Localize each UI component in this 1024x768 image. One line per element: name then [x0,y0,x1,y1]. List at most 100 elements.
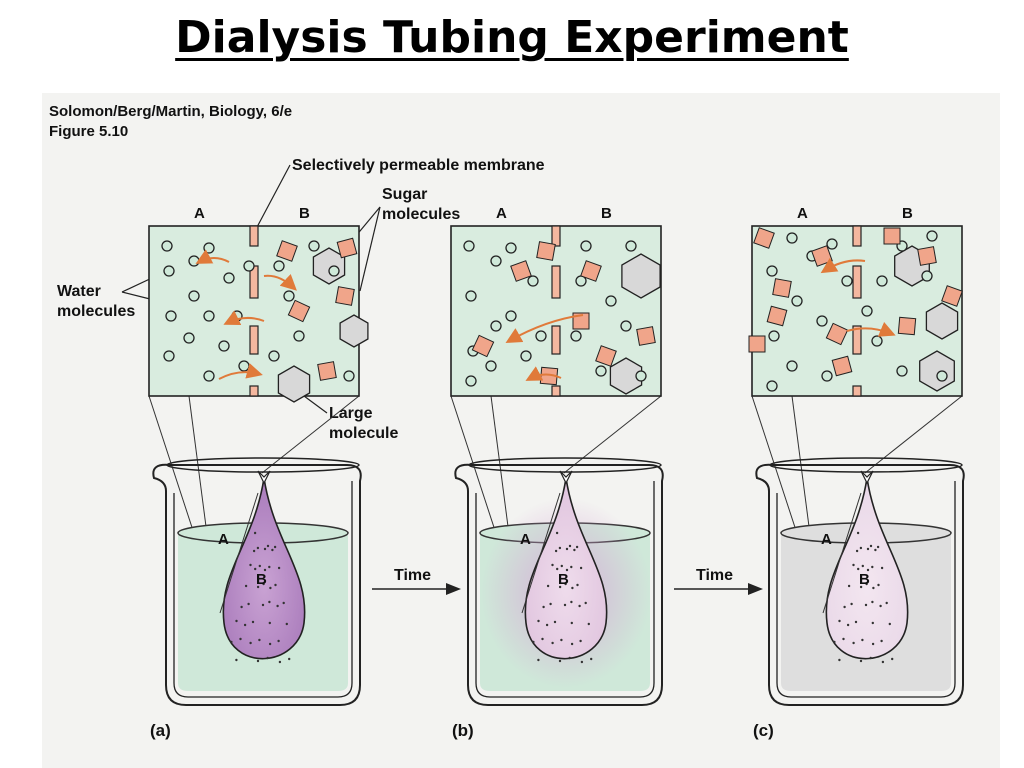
zoom-line [864,395,963,474]
sugar-molecule [772,278,792,298]
solute-dot [871,621,874,625]
water-molecule [243,260,255,272]
solute-dot [262,582,265,586]
solute-dot [579,566,583,570]
sugar-molecule [595,345,617,367]
solute-dot [859,546,863,550]
bag-tie [257,470,271,485]
solute-dot [861,638,864,642]
sugar-molecule [883,227,901,245]
water-molecule [238,360,250,372]
solute-dot [266,544,270,548]
solute-dot [570,642,574,646]
water-molecule [535,330,547,342]
solute-dot [568,656,571,660]
water-molecule [203,310,215,322]
string-line [822,492,862,614]
solute-dot [271,548,274,552]
beaker-rim [468,457,662,473]
solute-dot [838,619,841,623]
solute-dot [551,641,554,645]
solute-dot [288,657,291,661]
closeup-label-a: A [797,205,808,222]
sugar-molecule [317,361,337,381]
solute-dot [252,549,256,553]
water-molecule [816,315,828,327]
solute-dot [865,582,868,586]
water-molecule [328,265,340,277]
solute-dot [254,567,257,571]
sugar-molecule [471,334,495,358]
membrane-label: Selectively permeable membrane [292,157,545,174]
water-molecule [283,290,295,302]
solute-dot [869,656,872,660]
water-molecule [921,270,933,282]
sugar-molecule [335,286,355,306]
sugar-molecule [941,285,963,307]
solute-dot [249,641,252,645]
water-molecule [635,370,647,382]
solute-dot [277,566,281,570]
solute-dot [537,619,540,623]
large-molecule [919,350,955,392]
solute-dot [565,568,569,572]
solute-dot [568,544,572,548]
beaker [454,463,664,706]
large-molecule [339,314,369,348]
water-molecule [876,275,888,287]
water-molecule [161,240,173,252]
sugar-molecule [831,355,853,377]
solute-dot [537,658,540,662]
membrane-segment [249,225,259,247]
water-molecule [527,275,539,287]
diffusion-arrow [218,363,263,380]
water-molecule [768,330,780,342]
solute-dot [864,603,868,607]
solute-dot [570,565,573,569]
solute-dot [872,586,875,590]
time-label-2: Time [696,567,733,584]
solute-dot [564,582,567,586]
water-molecule [620,320,632,332]
solute-dot [554,549,558,553]
solute-dot [263,547,267,551]
diffusion-arrow [263,273,297,291]
sugar-molecule [336,237,358,259]
caption-a: (a) [150,721,171,740]
water-molecule [570,330,582,342]
solute-dot [587,622,590,626]
water-molecule [580,240,592,252]
solute-dot [256,546,260,550]
water-molecule [786,232,798,244]
solute-dot [268,600,271,604]
solute-dot [879,604,882,608]
solute-dot [276,604,279,608]
water-molecule [163,350,175,362]
water-molecule [293,330,305,342]
solute-dot [230,640,233,644]
water-label-line2: molecules [57,303,135,320]
membrane-segment [852,385,862,397]
solute-dot [584,601,587,605]
solute-dot [854,620,858,624]
solute-dot [274,583,277,587]
beaker-rim [166,457,360,473]
water-molecule [203,242,215,254]
solute-dot [842,637,845,641]
closeup-label-b: B [299,205,310,222]
solute-dot [268,565,271,569]
solute-dot [235,658,238,662]
water-molecule [485,360,497,372]
solute-dot [256,659,260,663]
string-line [521,492,561,614]
water-molecule [203,370,215,382]
solute-dot [249,563,252,567]
solute-dot [556,567,559,571]
solute-dot [549,602,552,606]
solute-dot [576,583,579,587]
solute-dot [575,545,579,549]
beaker-label-b: B [558,571,569,588]
membrane-segment [852,265,862,299]
beaker-inner-wall [475,481,655,698]
beaker-label-a: A [821,531,832,548]
